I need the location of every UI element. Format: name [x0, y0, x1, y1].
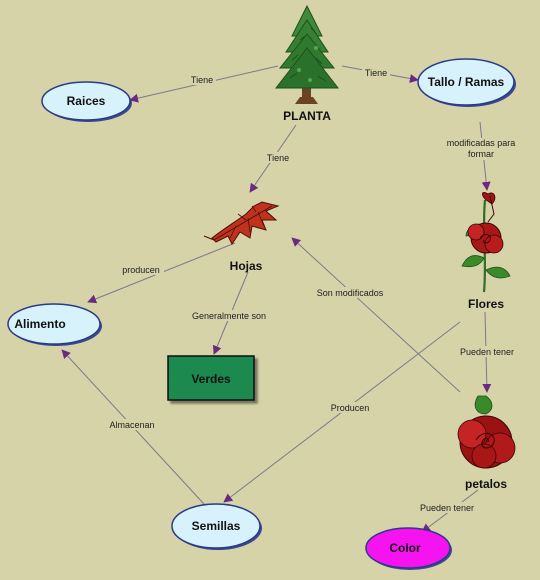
edge-label-planta-tallo: Tiene	[365, 68, 387, 78]
edge-label-petalos-hojas: Son modificados	[317, 288, 384, 298]
node-petalos[interactable]: petalos	[457, 395, 516, 491]
node-verdes[interactable]: Verdes	[167, 355, 255, 401]
edge-label-petalos-color: Pueden tener	[420, 503, 474, 513]
node-color[interactable]: Color	[365, 527, 452, 570]
edge-label-flores-semillas: Producen	[331, 403, 370, 413]
edge-label-hojas-verdes: Generalmente son	[192, 311, 266, 321]
node-flores[interactable]: Flores	[461, 192, 511, 311]
tallo-ramas-label: Tallo / Ramas	[428, 75, 505, 89]
node-planta[interactable]: PLANTA	[274, 4, 340, 123]
verdes-label: Verdes	[191, 372, 231, 386]
node-tallo-ramas[interactable]: Tallo / Ramas	[417, 58, 516, 107]
edge-petalos-hojas	[291, 237, 461, 393]
edge-label-tallo-flores-line2: formar	[468, 149, 494, 159]
petalos-label: petalos	[465, 477, 507, 491]
edge-label-planta-hojas: Tiene	[267, 153, 289, 163]
edge-labels: Tiene Tiene Tiene modificadas para forma…	[106, 67, 522, 513]
node-hojas[interactable]: Hojas	[203, 201, 280, 273]
edge-label-flores-petalos: Pueden tener	[460, 347, 514, 357]
node-raices[interactable]: Raices	[41, 81, 132, 122]
edge-label-semillas-alimento: Almacenan	[109, 420, 154, 430]
edge-label-planta-raices: Tiene	[191, 75, 213, 85]
semillas-label: Semillas	[192, 519, 241, 533]
edge-label-hojas-alimento: producen	[122, 265, 160, 275]
color-label: Color	[389, 541, 421, 555]
edge-label-tallo-flores-line1: modificadas para	[447, 138, 516, 148]
planta-label: PLANTA	[283, 109, 331, 123]
node-semillas[interactable]: Semillas	[171, 503, 262, 550]
rose-bloom-icon	[457, 395, 516, 469]
raices-label: Raices	[67, 94, 106, 108]
node-alimento[interactable]: Alimento	[7, 303, 102, 346]
pine-tree-icon	[274, 4, 340, 104]
alimento-label: Alimento	[14, 317, 65, 331]
connectors	[61, 65, 492, 533]
rose-stem-icon	[461, 192, 511, 293]
flores-label: Flores	[468, 297, 504, 311]
red-leaf-icon	[203, 201, 280, 245]
hojas-label: Hojas	[230, 259, 263, 273]
